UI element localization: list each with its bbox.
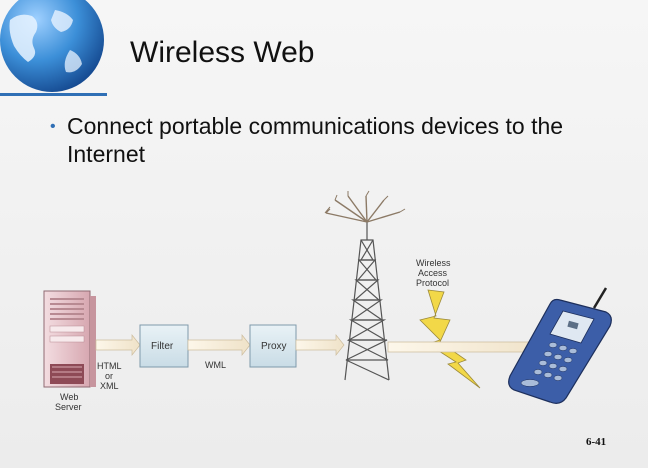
web-server-label: Server xyxy=(55,402,82,412)
lightning-icon xyxy=(420,290,480,388)
wml-label: WML xyxy=(205,360,226,370)
format-label: or xyxy=(105,371,113,381)
format-label: HTML xyxy=(97,361,122,371)
page-number: 6-41 xyxy=(586,436,606,448)
arrow-proxy-to-tower xyxy=(296,335,344,355)
protocol-label: Access xyxy=(418,268,448,278)
arrow-filter-to-proxy xyxy=(188,335,250,355)
web-server-label: Web xyxy=(60,392,78,402)
web-server-icon xyxy=(44,291,96,387)
format-label: XML xyxy=(100,381,119,391)
protocol-label: Wireless xyxy=(416,258,451,268)
protocol-label: Protocol xyxy=(416,278,449,288)
proxy-label: Proxy xyxy=(261,341,287,352)
arrow-server-to-filter xyxy=(96,335,140,355)
antenna-signal-icon xyxy=(325,191,405,222)
antenna-tower-icon xyxy=(345,222,389,380)
filter-label: Filter xyxy=(151,341,174,352)
